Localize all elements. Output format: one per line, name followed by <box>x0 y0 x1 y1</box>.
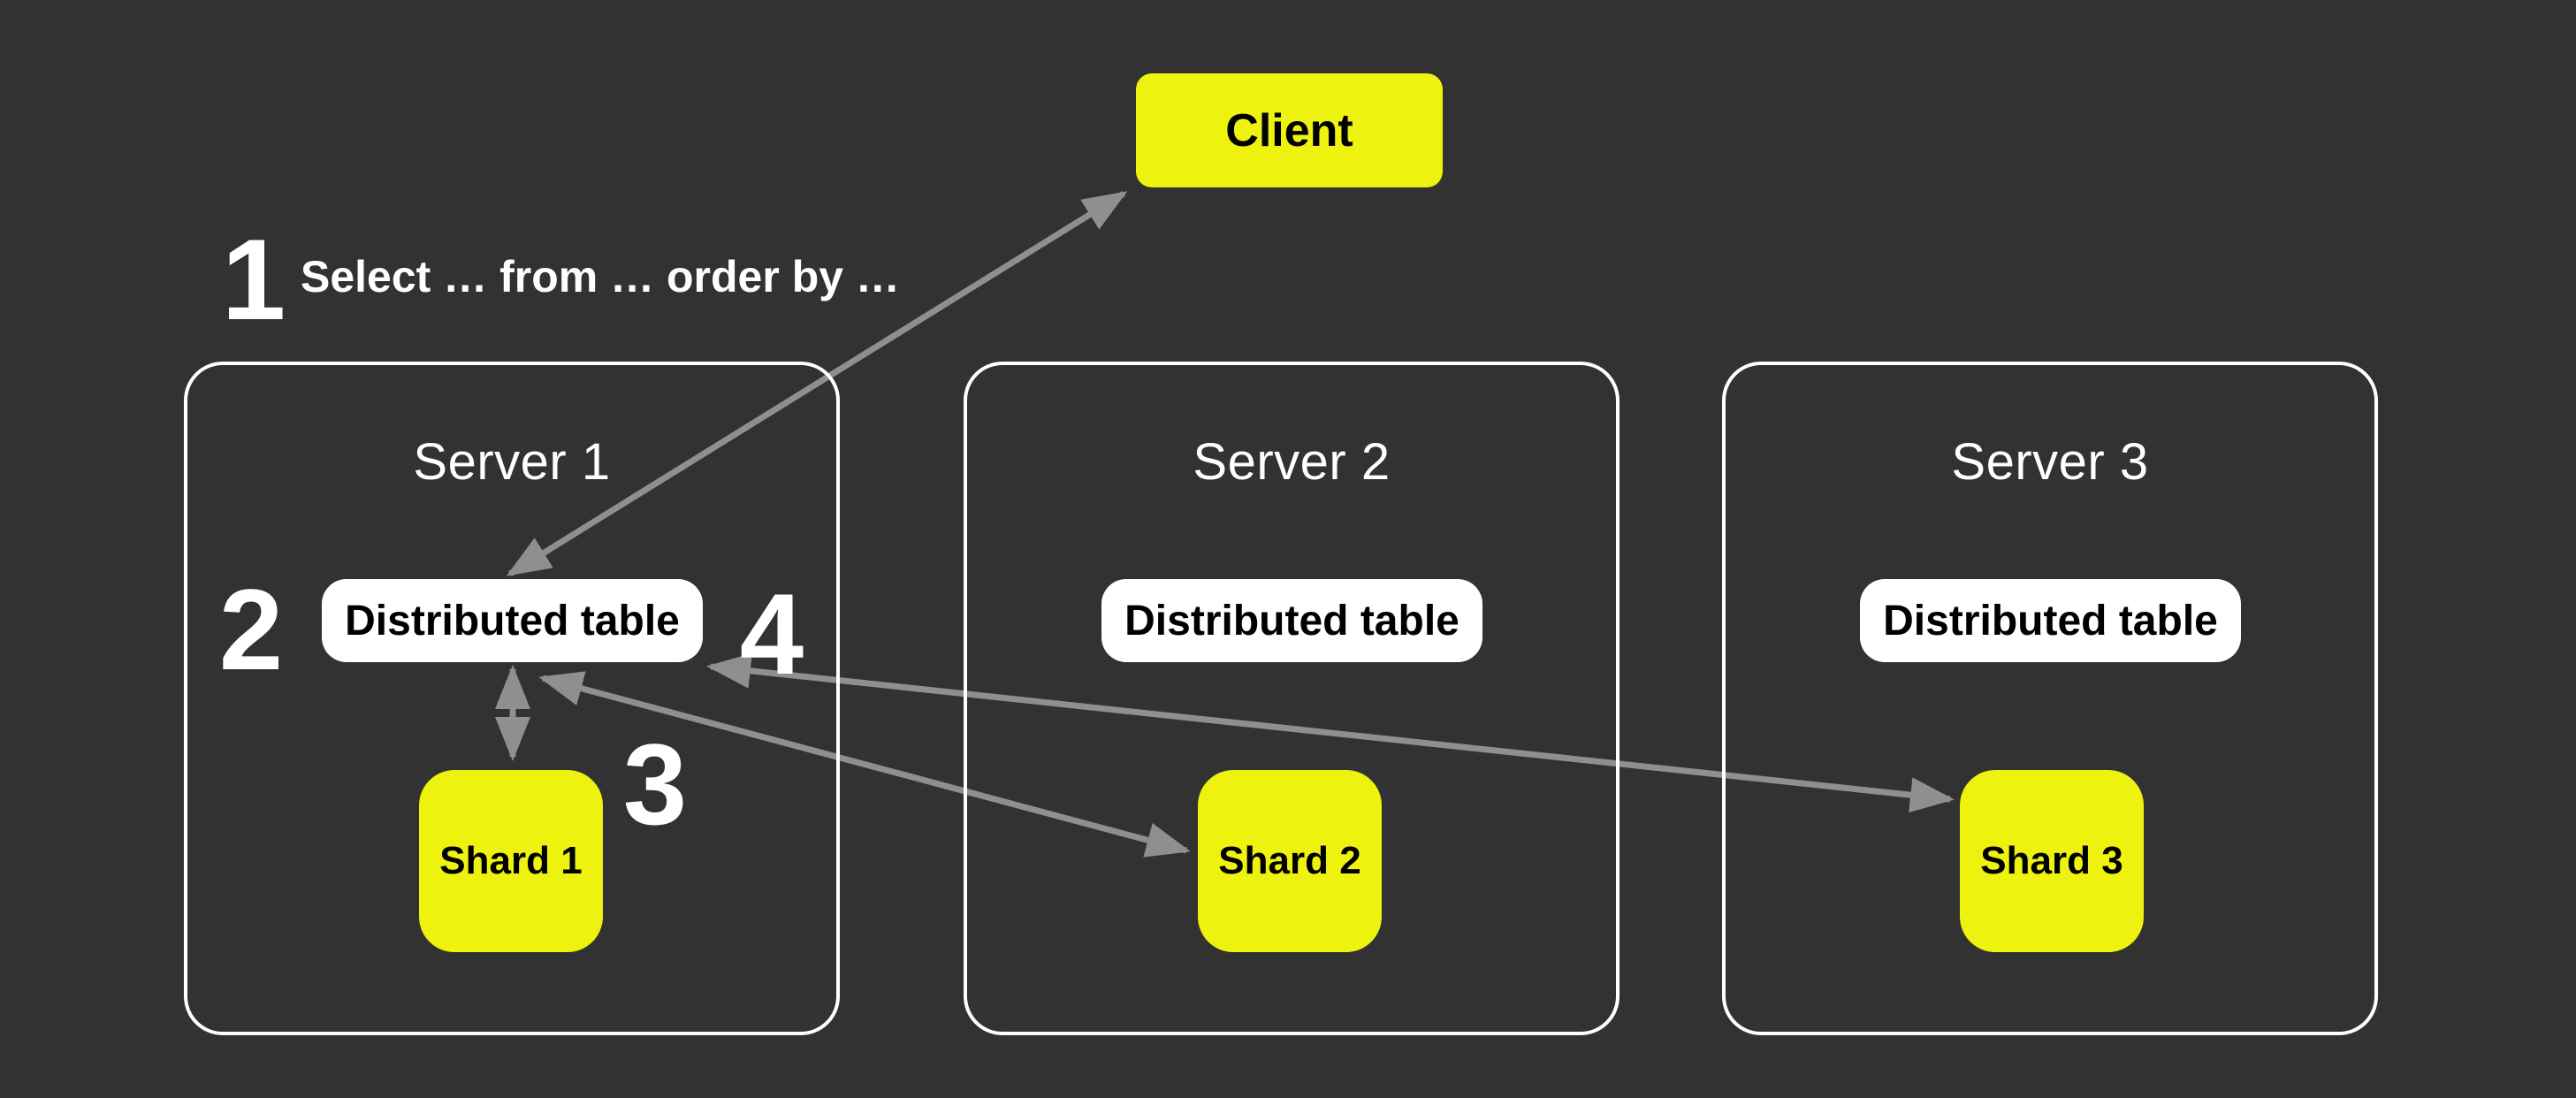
shard-2-label: Shard 2 <box>1218 839 1361 882</box>
server-1-title: Server 1 <box>413 433 611 491</box>
step-4-number: 4 <box>739 569 804 698</box>
shard-3-label: Shard 3 <box>1980 839 2123 882</box>
server-3-box: Server 3 <box>1722 362 2378 1035</box>
server-1-box: Server 1 <box>184 362 840 1035</box>
step-3-number: 3 <box>622 720 688 849</box>
arrow-table1-shard3 <box>706 652 1955 813</box>
distributed-table-3: Distributed table <box>1860 579 2241 662</box>
distributed-table-2-label: Distributed table <box>1124 597 1459 644</box>
server-3-title: Server 3 <box>1951 433 2149 491</box>
shard-1-label: Shard 1 <box>439 839 583 882</box>
shard-1-node: Shard 1 <box>419 770 603 952</box>
shard-3-node: Shard 3 <box>1960 770 2144 952</box>
server-2-title: Server 2 <box>1193 433 1391 491</box>
step-2-number: 2 <box>218 565 284 694</box>
distributed-table-3-label: Distributed table <box>1883 597 2218 644</box>
client-label: Client <box>1225 104 1353 156</box>
query-text: Select … from … order by … <box>301 252 900 301</box>
distributed-table-1: Distributed table <box>322 579 703 662</box>
client-node: Client <box>1136 73 1443 187</box>
server-2-box: Server 2 <box>964 362 1620 1035</box>
shard-2-node: Shard 2 <box>1198 770 1382 952</box>
step-1-number: 1 <box>221 215 286 344</box>
distributed-table-1-label: Distributed table <box>345 597 680 644</box>
distributed-table-2: Distributed table <box>1101 579 1482 662</box>
